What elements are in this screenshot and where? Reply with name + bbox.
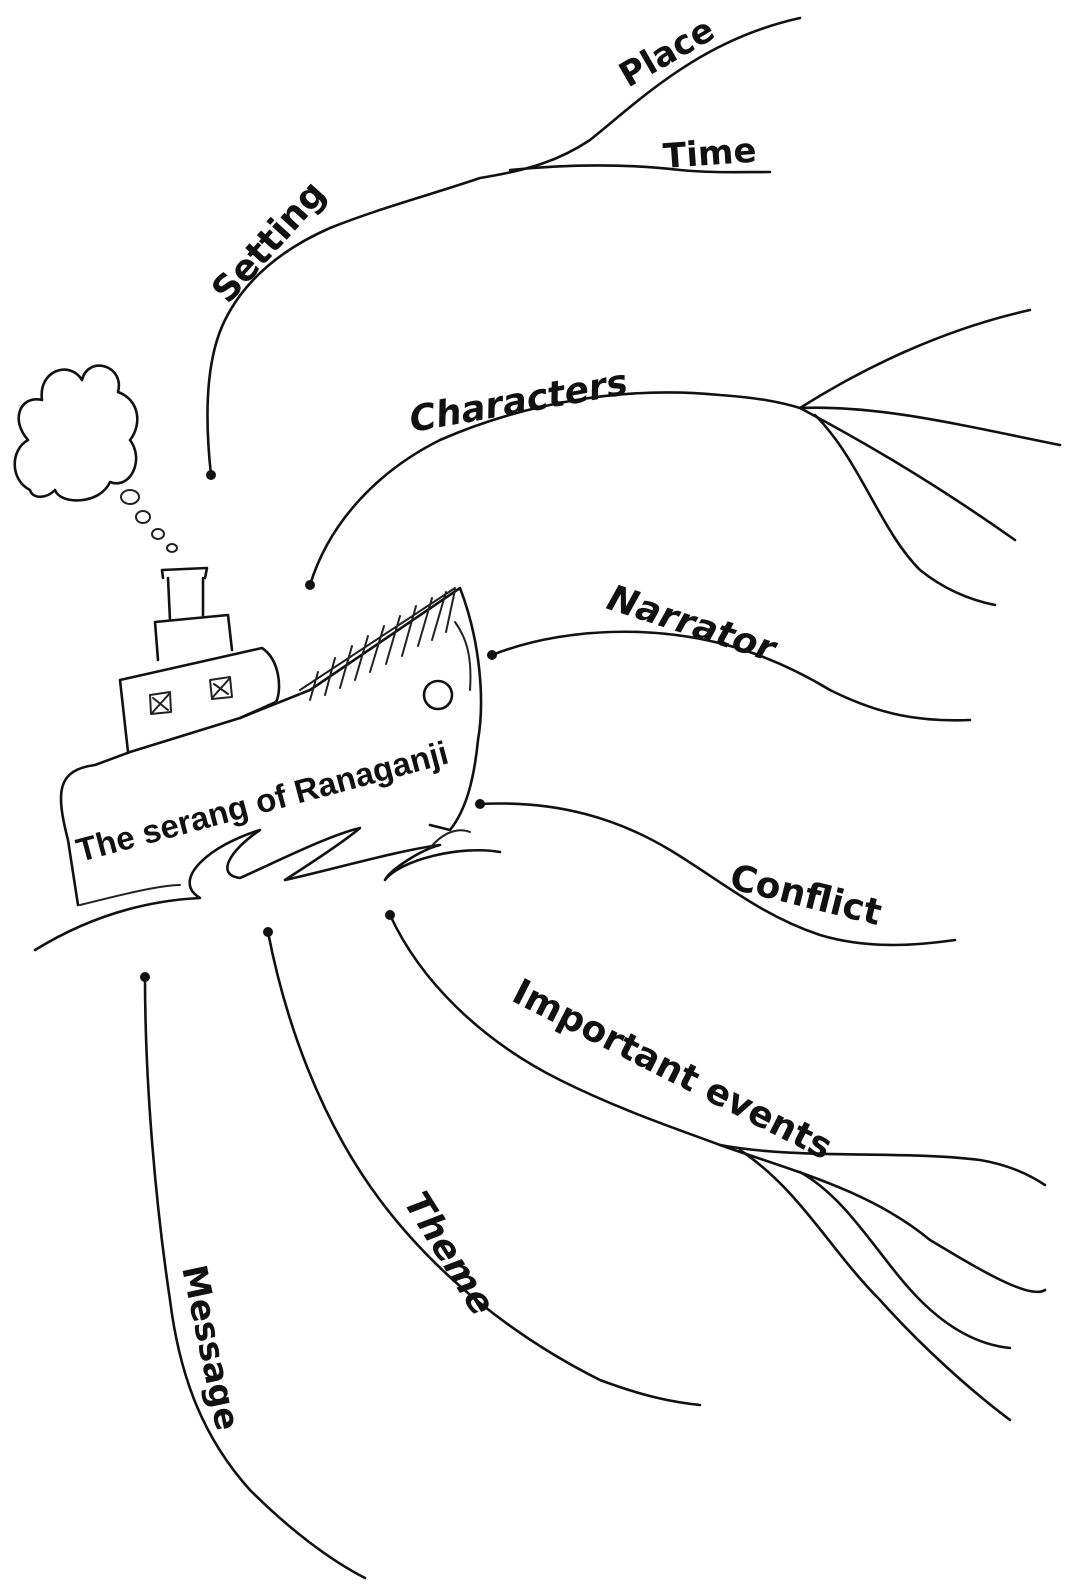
label-theme: Theme xyxy=(395,1185,502,1323)
ship-bow xyxy=(454,621,472,691)
smoke-cloud xyxy=(13,364,139,502)
label-setting: Setting xyxy=(204,173,334,311)
branch-narrator-line xyxy=(490,630,972,722)
branch-time-line xyxy=(508,164,772,174)
smoke-puff xyxy=(120,489,140,505)
branch-characters-line xyxy=(308,391,802,587)
ship-deck-rail xyxy=(299,587,456,701)
branch-characters-sub-3 xyxy=(798,406,1017,542)
branch-characters-sub-4 xyxy=(813,413,997,607)
branch-conflict-node xyxy=(475,799,485,809)
branch-message-node xyxy=(140,972,150,982)
label-characters: Characters xyxy=(406,362,630,441)
branch-important-events-sub-2 xyxy=(798,1170,1012,1350)
branch-theme-node xyxy=(263,927,273,937)
sea-waves xyxy=(33,826,502,952)
ship-porthole xyxy=(422,679,454,711)
sea-waves xyxy=(79,829,471,906)
branch-conflict-line xyxy=(478,802,957,947)
label-message: Message xyxy=(173,1262,247,1434)
branch-theme-line xyxy=(266,930,702,1407)
ship-upper-cabin xyxy=(153,613,234,662)
branch-setting-line xyxy=(206,16,802,477)
smoke-puff xyxy=(135,510,151,524)
branch-important-events-sub-3 xyxy=(738,1148,1012,1422)
branch-narrator-node xyxy=(487,650,497,660)
smoke-puff xyxy=(151,528,165,540)
branch-setting-node xyxy=(206,470,216,480)
center-topic: The serang of Ranaganji xyxy=(72,734,452,869)
branch-important-events-sub-1 xyxy=(718,1143,1047,1294)
branch-message-line xyxy=(143,975,367,1580)
label-important-events: Important events xyxy=(506,971,839,1168)
branch-characters-sub-2 xyxy=(798,406,1062,447)
ship-cabin xyxy=(118,646,281,754)
label-place: Place xyxy=(613,10,722,96)
ship-window xyxy=(209,676,233,700)
ship-hull xyxy=(59,586,483,907)
smoke-puff xyxy=(166,543,178,553)
label-conflict: Conflict xyxy=(726,857,886,934)
label-narrator: Narrator xyxy=(602,578,782,671)
branch-important-events-node xyxy=(385,910,395,920)
branch-important-events-line xyxy=(388,913,1047,1187)
branch-characters-sub-1 xyxy=(798,308,1032,410)
label-time: Time xyxy=(662,131,758,177)
ship-illustration: The serang of Ranaganji xyxy=(13,364,502,952)
ship-window xyxy=(149,691,172,715)
branch-characters-node xyxy=(305,580,315,590)
ship-chimney xyxy=(160,566,209,622)
